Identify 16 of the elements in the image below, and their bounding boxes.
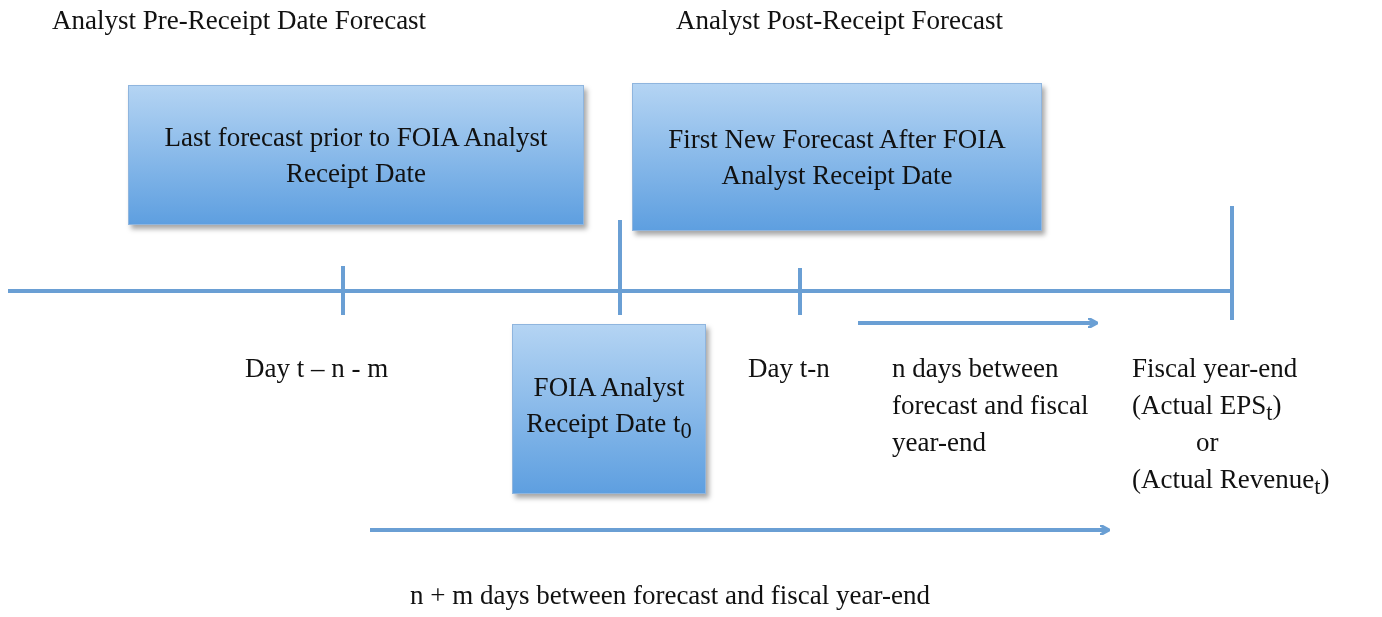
tick-label: Fiscal year-end (1132, 352, 1298, 385)
tick-label: (Actual Revenue$_{t}$) (1132, 463, 1330, 502)
box-text: First New Forecast After FOIA Analyst Receipt Date (667, 123, 1007, 192)
process-box (512, 324, 706, 494)
tick-label: or (1196, 426, 1219, 459)
tick-label: (Actual EPS$_{t}$) (1132, 389, 1282, 428)
box-text: FOIA Analyst Receipt Date t$_{0}$ (525, 370, 693, 446)
span-label: n + m days between forecast and fiscal year-end (410, 579, 930, 612)
tick-label: Day t – n - m (245, 352, 389, 385)
tick-label: Day t-n (748, 352, 830, 385)
span-label: n days between forecast and fiscal year-end (892, 352, 1090, 459)
process-box (128, 85, 584, 225)
heading: Analyst Pre-Receipt Date Forecast (52, 4, 427, 37)
heading: Analyst Post-Receipt Forecast (676, 4, 1003, 37)
process-box (632, 83, 1042, 231)
box-text: Last forecast prior to FOIA Analyst Receipt Date (163, 121, 549, 190)
